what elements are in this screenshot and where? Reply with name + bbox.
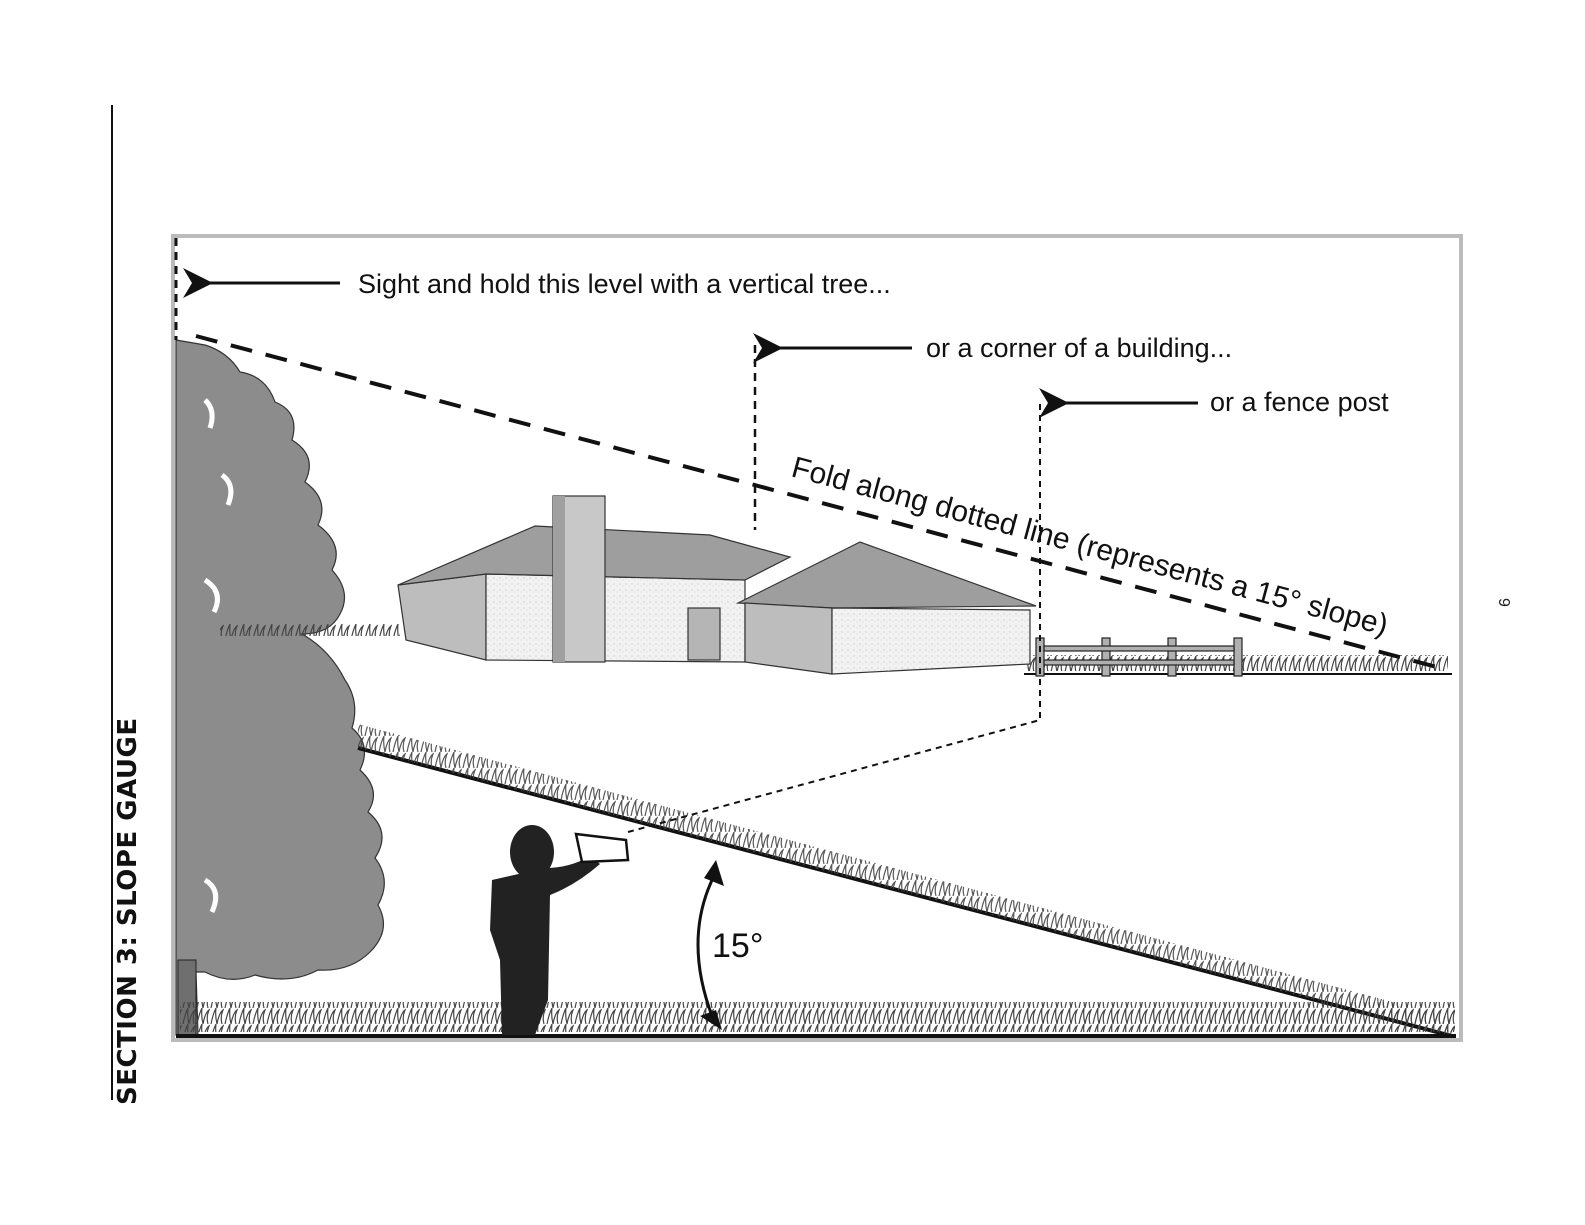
tree-illustration (176, 340, 384, 1036)
caption-building: or a corner of a building... (926, 333, 1232, 363)
ground-grass (180, 1002, 1455, 1032)
angle-arrowhead-top-icon (704, 860, 724, 886)
caption-fence: or a fence post (1210, 387, 1389, 417)
slope-gauge-card (576, 834, 628, 862)
distant-grass-left (220, 624, 400, 636)
caption-tree: Sight and hold this level with a vertica… (358, 269, 891, 299)
angle-label: 15° (712, 927, 763, 965)
